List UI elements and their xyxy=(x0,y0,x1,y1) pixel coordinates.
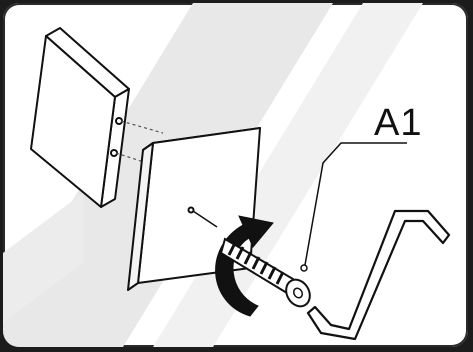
assembly-diagram xyxy=(3,3,468,347)
instruction-frame: A1 xyxy=(3,3,468,347)
callout-label-a1: A1 xyxy=(374,104,422,142)
allen-key-icon xyxy=(308,211,449,339)
panel-left xyxy=(31,28,129,207)
